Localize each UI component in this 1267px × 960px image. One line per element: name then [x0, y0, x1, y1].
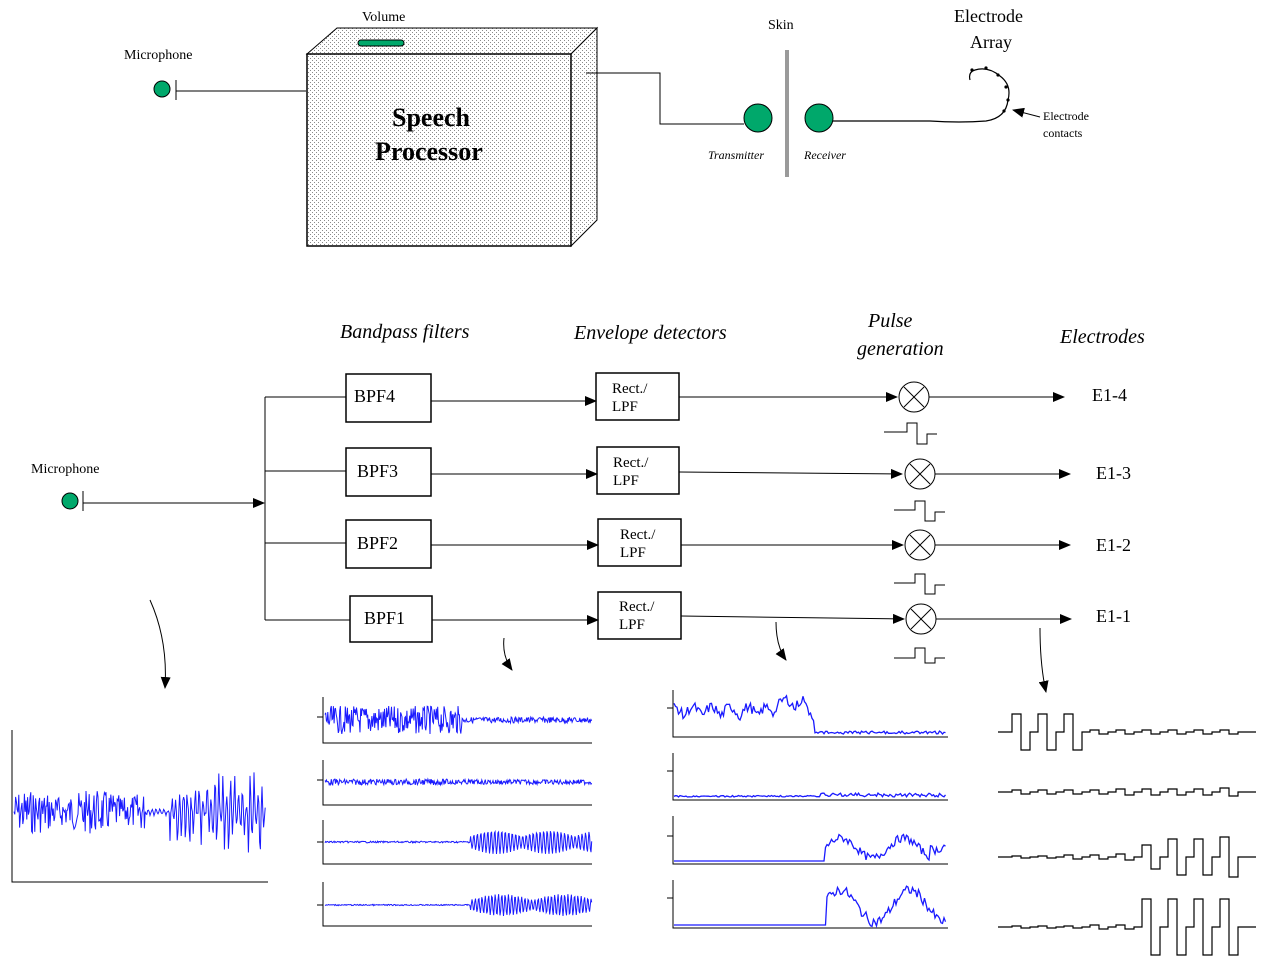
electrode-array-label-line1: Electrode: [954, 6, 1023, 26]
pulse-train-4-icon: [884, 422, 937, 445]
multiplier-4-icon: [898, 381, 930, 413]
envelope-waveform-plots: [667, 690, 948, 929]
electrode-array-label-line2: Array: [970, 32, 1012, 52]
header-bandpass: Bandpass filters: [340, 321, 470, 343]
block-microphone-label: Microphone: [31, 462, 100, 477]
pulse-train-1-icon: [894, 647, 945, 664]
rect-lpf-3-box: [596, 446, 680, 495]
transmitter-icon: [743, 103, 773, 133]
bpf2-label: BPF2: [357, 533, 399, 553]
rect-lpf-1-box: [597, 591, 682, 640]
bpf3-box: [345, 447, 432, 497]
pointer-arrow-input: [149, 599, 171, 689]
bpf1-box: [349, 595, 433, 643]
header-pulse-line2: generation: [857, 338, 944, 360]
pulse-train-2-icon: [894, 573, 945, 595]
volume-knob: [357, 39, 405, 47]
bpf3-label: BPF3: [357, 461, 399, 481]
rect-lpf-4-label: Rect./ LPF: [612, 381, 648, 415]
header-envelope: Envelope detectors: [574, 322, 727, 344]
electrode-lead: [833, 68, 1010, 123]
processor-cable: [586, 72, 744, 125]
block-microphone-icon: [61, 492, 79, 510]
bpf2-box: [345, 519, 432, 569]
multiplier-1-icon: [905, 603, 937, 635]
bpf4-label: BPF4: [354, 386, 396, 406]
skin-label: Skin: [768, 18, 794, 33]
top-microphone-icon: [153, 80, 171, 98]
header-pulse-line1: Pulse: [868, 310, 913, 332]
top-diagram: [153, 26, 1041, 248]
pointer-arrow-bpf: [501, 637, 513, 671]
electrode-e1-1-label: E1-1: [1096, 606, 1131, 626]
volume-label: Volume: [362, 10, 406, 25]
rect-lpf-2-box: [597, 518, 682, 567]
processor-title-line2: Processor: [375, 137, 483, 166]
rect-lpf-1-label: Rect./ LPF: [619, 599, 655, 633]
bpf-waveform-plots: [317, 697, 593, 927]
block-diagram: [61, 372, 1072, 693]
pulse-train-3-icon: [894, 500, 945, 522]
contacts-pointer: [1012, 107, 1041, 118]
input-waveform-plot: [11, 730, 268, 883]
pointer-arrow-env: [775, 621, 787, 661]
pointer-arrow-pulse: [1038, 627, 1049, 693]
electrode-e1-4-label: E1-4: [1092, 385, 1127, 405]
electrode-e1-3-label: E1-3: [1096, 463, 1131, 483]
pulse-output-plots: [998, 713, 1256, 956]
receiver-icon: [804, 103, 834, 133]
top-microphone-label: Microphone: [124, 48, 193, 63]
bpf1-label: BPF1: [364, 608, 406, 628]
rect-lpf-3-label: Rect./ LPF: [613, 455, 649, 489]
header-electrodes: Electrodes: [1060, 326, 1145, 348]
processor-title-line1: Speech: [392, 103, 470, 132]
bpf4-box: [345, 373, 432, 423]
speech-processor-box: [305, 26, 599, 248]
multiplier-3-icon: [904, 458, 936, 490]
skin-line: [785, 50, 789, 177]
rect-lpf-2-label: Rect./ LPF: [620, 527, 656, 561]
electrode-e1-2-label: E1-2: [1096, 535, 1131, 555]
multiplier-2-icon: [904, 529, 936, 561]
electrode-contacts-label-line1: Electrode: [1043, 109, 1089, 123]
electrode-contacts-label-line2: contacts: [1043, 126, 1083, 140]
receiver-label: Receiver: [804, 148, 846, 162]
transmitter-label: Transmitter: [708, 148, 765, 162]
